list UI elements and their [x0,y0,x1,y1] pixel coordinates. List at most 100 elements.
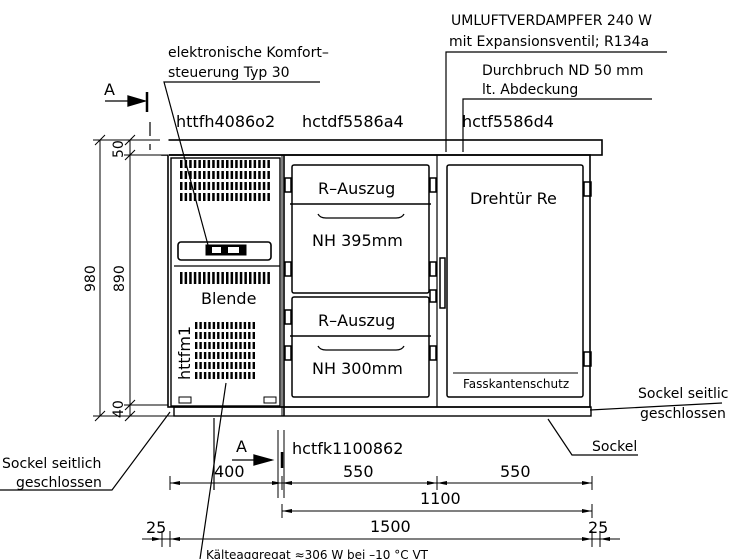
grille-slat [203,171,206,179]
plinth-right-note-line2: geschlossen [640,406,726,422]
grille-slat [230,182,234,190]
grille-slat [189,171,192,179]
grille-slat [212,272,215,284]
grille-slat [184,193,188,201]
grille-slat [243,342,247,349]
grille-slat [234,372,238,379]
grille-slat [208,332,211,339]
grille-slat [244,171,247,179]
grille-slat [195,372,198,379]
grille-slat [230,362,233,369]
grille-slat [221,332,224,339]
grille-slat [203,362,207,369]
grille-slat [230,352,233,359]
grille-slat [235,171,238,179]
grille-slat [221,182,224,190]
grille-slat [244,272,247,284]
grille-slat [226,362,229,369]
grille-slat [198,193,201,201]
grille-slat [203,193,206,201]
grille-slat [239,193,243,201]
grille-slat [221,342,224,349]
dim-left-width: 400 [214,462,245,481]
grille-slat [258,171,261,179]
grille-slat [234,352,238,359]
grille-slat [234,332,238,339]
drawer-bottom-label: R–Auszug [318,311,395,330]
grille-slat [180,171,183,179]
grille-slat [226,160,229,168]
grille-slat [208,342,211,349]
grille-slat [253,193,257,201]
grille-slat [262,272,266,284]
grille-slat [252,352,255,359]
grille-slat [248,362,251,369]
dimension-arrows [152,481,610,541]
grille-slat [239,171,243,179]
grille-slat [208,322,211,329]
dimension-lines [93,134,620,547]
grille-slat [234,322,238,329]
grille-slat [226,182,229,190]
grille-slat [239,342,242,349]
grille-slat [207,193,211,201]
plinth-left-note-line1: Sockel seitlich [2,456,101,472]
grille-slat [258,193,261,201]
grille-slat [262,193,266,201]
grille-slat [212,182,215,190]
grille-slat [243,322,247,329]
grille-slat [258,182,261,190]
grille-slat [203,160,206,168]
grille-slat [243,372,247,379]
dim-middle-width: 550 [343,462,374,481]
grille-slat [184,272,188,284]
plinth-left-note-line2: geschlossen [16,475,102,491]
grille-slat [216,160,220,168]
code-middle-module: hctdf5586a4 [302,112,404,131]
grille-slat [216,272,220,284]
grille-slat [248,322,251,329]
grille-slat [216,182,220,190]
grille-slat [216,171,220,179]
passage-note-line2: lt. Abdeckung [482,82,578,98]
grille-slat [230,193,234,201]
grille-slat [253,272,257,284]
grille-slat [252,322,255,329]
plinth-right-note-line1: Sockel seitlic [638,386,728,402]
grille-slat [235,272,238,284]
dim-total-height: 980 [83,265,99,292]
grille-slat [244,182,247,190]
grille-slat [249,182,252,190]
grille-slat [239,362,242,369]
grille-slat [221,322,224,329]
grille-slat [203,332,207,339]
grille-slat [212,342,216,349]
grille-slat [217,322,220,329]
grille-slat [226,171,229,179]
grille-slat [253,160,257,168]
grille-slat [226,332,229,339]
grille-slat [248,342,251,349]
grille-slat [221,171,224,179]
drawer-top-label: R–Auszug [318,179,395,198]
grille-slat [221,193,224,201]
grille-slat [230,332,233,339]
grille-slat [248,372,251,379]
grille-slat [198,171,201,179]
grille-slat [203,342,207,349]
grille-slat [244,193,247,201]
grille-slat [189,160,192,168]
control-note-line1: elektronische Komfort– [168,45,329,61]
grille-slat [212,362,216,369]
grille-slat [195,362,198,369]
grille-slat [207,272,211,284]
evaporator-note-line1: UMLUFTVERDAMPFER 240 W [451,13,652,29]
grille-slat [267,160,270,168]
code-right-module: hctf5586d4 [462,112,554,131]
panel-label: Blende [201,289,256,308]
grille-slat [184,160,188,168]
ventilation-grille-top [180,160,270,201]
grille-slat [267,171,270,179]
grille-slat [234,342,238,349]
